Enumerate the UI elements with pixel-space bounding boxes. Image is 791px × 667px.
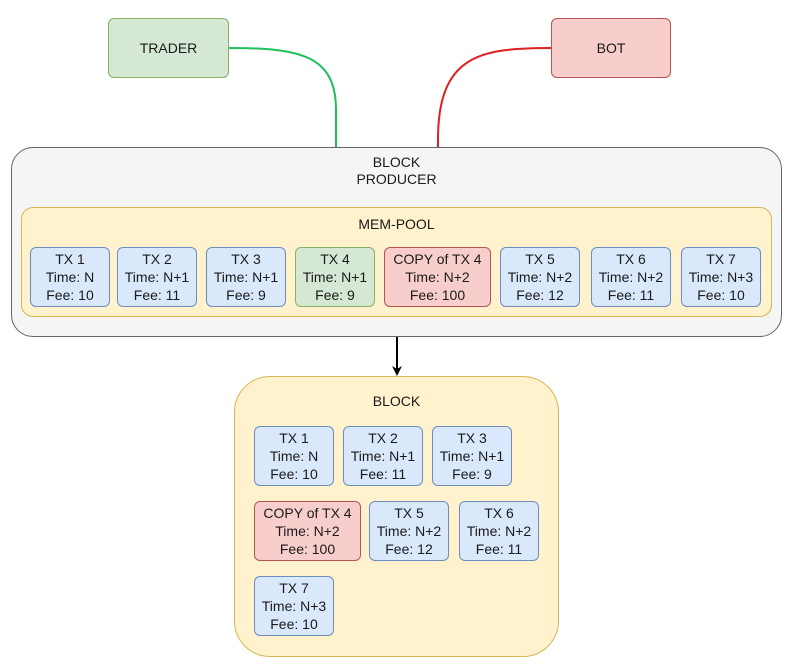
tx-fee: Fee: 9 — [226, 287, 266, 303]
mempool-tx-card: TX 1 Time: N Fee: 10 — [30, 247, 110, 307]
tx-time: Time: N+3 — [261, 598, 327, 614]
trader-label: TRADER — [139, 40, 198, 56]
bot-actor: BOT — [551, 18, 671, 78]
tx-name: COPY of TX 4 — [263, 505, 352, 521]
tx-fee: Fee: 11 — [475, 541, 523, 557]
tx-fee: Fee: 10 — [270, 616, 318, 632]
tx-name: TX 2 — [368, 430, 398, 446]
tx-time: Time: N — [269, 448, 319, 464]
tx-time: Time: N+1 — [439, 448, 505, 464]
tx-fee: Fee: 10 — [46, 287, 94, 303]
tx-time: Time: N — [45, 269, 95, 285]
tx-time: Time: N+2 — [598, 269, 664, 285]
tx-fee: Fee: 9 — [315, 287, 355, 303]
tx-name: TX 6 — [484, 505, 514, 521]
bot-label: BOT — [596, 40, 626, 56]
tx-time: Time: N+2 — [376, 523, 442, 539]
tx-name: TX 3 — [231, 251, 261, 267]
tx-name: TX 5 — [394, 505, 424, 521]
block-tx-card: TX 1 Time: N Fee: 10 — [254, 426, 334, 486]
tx-fee: Fee: 12 — [385, 541, 433, 557]
tx-time: Time: N+2 — [275, 523, 340, 539]
tx-time: Time: N+1 — [302, 269, 368, 285]
tx-fee: Fee: 9 — [452, 466, 492, 482]
tx-name: TX 7 — [706, 251, 736, 267]
tx-time: Time: N+2 — [405, 269, 470, 285]
tx-name: TX 5 — [525, 251, 555, 267]
tx-name: TX 7 — [279, 580, 309, 596]
tx-fee: Fee: 100 — [409, 287, 466, 303]
tx-fee: Fee: 10 — [697, 287, 745, 303]
tx-fee: Fee: 100 — [279, 541, 336, 557]
tx-fee: Fee: 12 — [516, 287, 564, 303]
tx-time: Time: N+3 — [688, 269, 754, 285]
tx-fee: Fee: 11 — [359, 466, 407, 482]
block-producer-title: BLOCK PRODUCER — [356, 154, 437, 187]
trader-actor: TRADER — [108, 18, 229, 78]
tx-time: Time: N+2 — [466, 523, 532, 539]
tx-name: TX 6 — [616, 251, 646, 267]
trader-to-tx4-edge — [228, 47, 341, 247]
tx-time: Time: N+2 — [507, 269, 573, 285]
tx-fee: Fee: 10 — [270, 466, 318, 482]
tx-fee: Fee: 11 — [607, 287, 655, 303]
tx-fee: Fee: 11 — [133, 287, 181, 303]
tx-name: TX 3 — [457, 430, 487, 446]
tx-time: Time: N+1 — [124, 269, 190, 285]
tx-name: TX 2 — [142, 251, 172, 267]
mem-pool-title: MEM-POOL — [358, 216, 435, 232]
tx-name: TX 1 — [55, 251, 85, 267]
tx-time: Time: N+1 — [213, 269, 279, 285]
tx-name: TX 4 — [320, 251, 350, 267]
bot-to-copy-tx4-edge — [433, 47, 552, 247]
tx-name: COPY of TX 4 — [393, 251, 482, 267]
tx-name: TX 1 — [279, 430, 309, 446]
tx-time: Time: N+1 — [350, 448, 416, 464]
block-title: BLOCK — [372, 393, 421, 409]
